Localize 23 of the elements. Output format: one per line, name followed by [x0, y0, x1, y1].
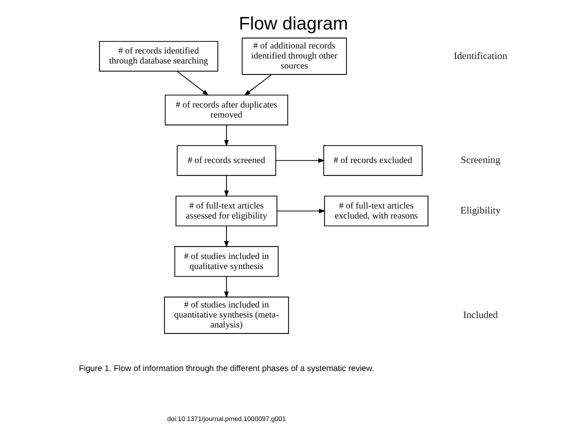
node-box: # of additional records identified through other sources	[242, 38, 347, 75]
node-box: # of records screened	[176, 145, 276, 176]
node-box: # of records after duplicates removed	[164, 94, 288, 126]
arrow	[176, 70, 209, 96]
arrow	[224, 226, 229, 248]
arrow	[276, 158, 325, 163]
node-box: # of records excluded	[323, 145, 423, 176]
arrow	[244, 74, 272, 96]
arrow	[224, 124, 229, 147]
caption: Figure 1. Flow of information through the different phases of a systematic review.	[78, 364, 374, 374]
arrow	[224, 276, 229, 298]
node-box: # of studies included in quantitative synthesis (meta-analysis)	[164, 296, 289, 334]
label: Screening	[460, 155, 500, 166]
arrow	[224, 175, 229, 198]
label: Included	[463, 310, 498, 321]
node-box: # of records identified through database searching	[99, 40, 218, 72]
node-box: # of studies included in qualitative synthesis	[174, 246, 279, 277]
diagram-title: Flow diagram	[238, 13, 348, 34]
node-box: # of full-text articles excluded, with reasons	[324, 196, 428, 226]
arrow	[276, 208, 326, 214]
label: Eligibility	[460, 206, 501, 217]
label: Identification	[454, 50, 508, 62]
node-box: # of full-text articles assessed for eligibility	[176, 196, 278, 226]
